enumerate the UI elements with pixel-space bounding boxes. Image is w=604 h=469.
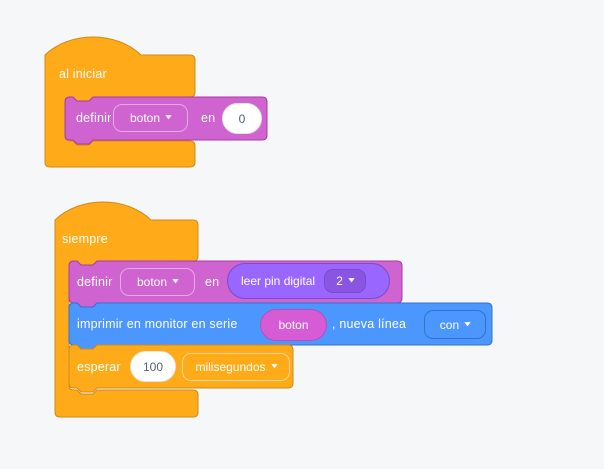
read-digital-pin-label: leer pin digital bbox=[241, 274, 316, 288]
variable-dropdown-2-value: boton bbox=[136, 275, 167, 289]
pin-dropdown-value: 2 bbox=[336, 274, 343, 288]
set-variable-preposition-label: en bbox=[201, 111, 216, 125]
read-digital-pin-reporter[interactable]: leer pin digital 2 ▾ bbox=[227, 263, 390, 299]
wait-duration-input[interactable]: 100 bbox=[130, 351, 176, 382]
wait-unit-dropdown[interactable]: milisegundos ▾ bbox=[182, 353, 290, 381]
dropdown-arrow-icon: ▾ bbox=[270, 361, 278, 372]
hat-label-siempre: siempre bbox=[62, 232, 108, 246]
set-variable-verb-label-2: definir bbox=[77, 275, 113, 289]
variable-dropdown-2[interactable]: boton ▾ bbox=[120, 268, 195, 296]
set-variable-verb-label: definir bbox=[76, 111, 112, 125]
serial-print-suffix-label: , nueva línea bbox=[332, 317, 407, 331]
wait-verb-label: esperar bbox=[77, 360, 121, 374]
dropdown-arrow-icon: ▾ bbox=[464, 319, 471, 329]
variable-reporter-boton[interactable]: boton bbox=[260, 309, 327, 341]
variable-dropdown-1-value: boton bbox=[129, 111, 160, 125]
set-variable-preposition-label-2: en bbox=[205, 275, 220, 289]
serial-print-label: imprimir en monitor en serie bbox=[77, 317, 238, 331]
dropdown-arrow-icon: ▾ bbox=[348, 275, 355, 286]
hat-label-al-iniciar: al iniciar bbox=[59, 67, 107, 81]
dropdown-arrow-icon: ▾ bbox=[165, 112, 172, 123]
newline-mode-value: con bbox=[439, 317, 460, 332]
pin-dropdown[interactable]: 2 ▾ bbox=[324, 269, 367, 293]
newline-mode-dropdown[interactable]: con ▾ bbox=[424, 310, 486, 339]
variable-dropdown-1[interactable]: boton ▾ bbox=[113, 104, 188, 132]
value-input-0[interactable]: 0 bbox=[222, 103, 262, 134]
dropdown-arrow-icon: ▾ bbox=[172, 276, 179, 287]
wait-unit-value: milisegundos bbox=[195, 360, 266, 374]
